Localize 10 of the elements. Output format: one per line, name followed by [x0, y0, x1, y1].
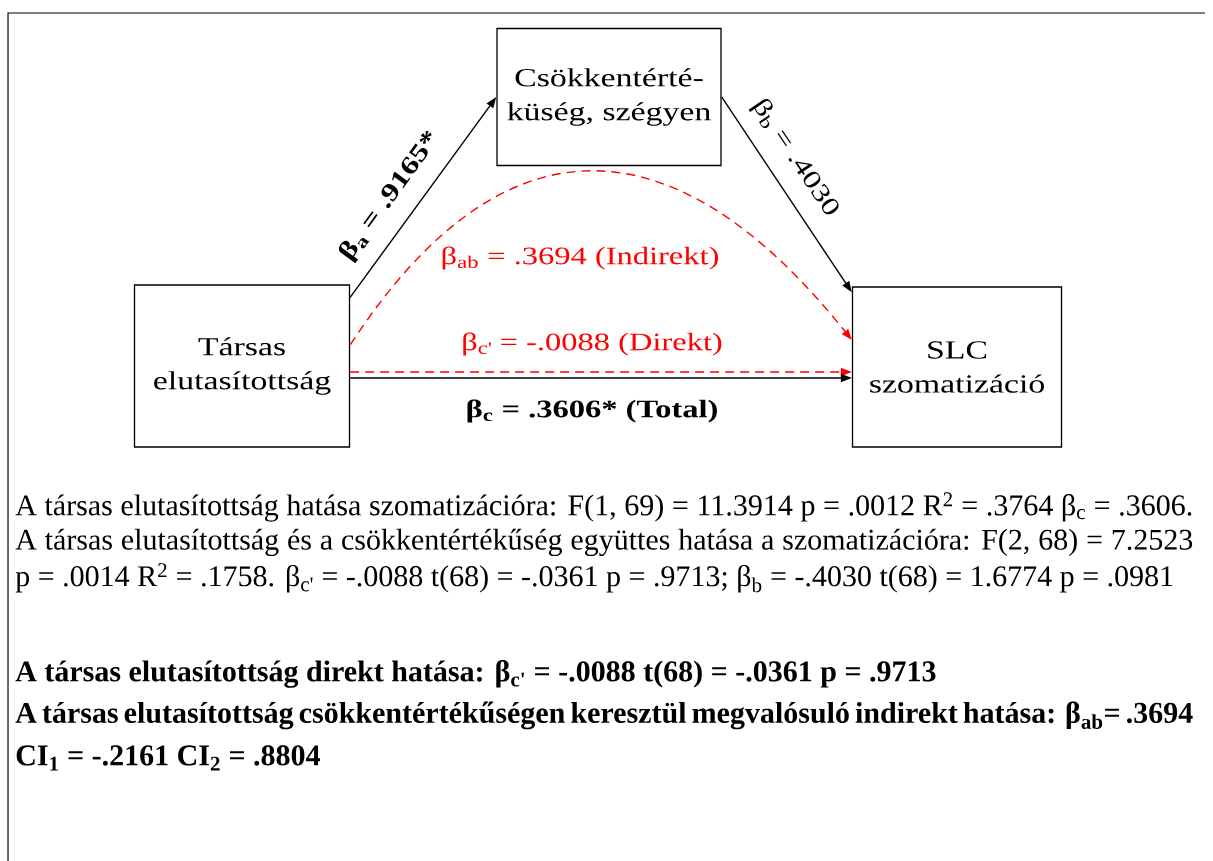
variable-box: Csökkentérté- küség, szégyen: [496, 27, 722, 167]
variable-box: SLC szomatizáció: [851, 286, 1063, 448]
edge-label: β$_{c}$ = .3606* (Total): [467, 399, 717, 423]
bold-text: A társas elutasítottság direkt hatása: β$_{c'}$ = -.0088 t(68) = -.0361 p = .9713: [15, 660, 936, 688]
edge-label: β$_{c'}$ = -.0088 (Direkt): [463, 332, 722, 356]
paragraph-text: A társas elutasítottság hatása szomatizációra: F(1, 69) = 11.3914 p = .0012 R$^{2}$ = .3764 β$_{c}$ = .3606. A társas elutasítottság és a csökkentértékűség együttes hatása a szomatizációra: F(2, 68) = 7.2523 p = .0014 R$^{2}$ = .1758. β$_{c'}$ = -.0088 t(68) = -.0361 p = .9713; β$_{b}$ = -.4030 t(68) = 1.6774 p = .0981: [15, 492, 1193, 593]
variable-box: Társas elutasítottság: [133, 284, 351, 448]
edge-label: β$_{ab}$ = .3694 (Indirekt): [442, 246, 718, 270]
bold-text: A társas elutasítottság csökkentértékűségen keresztül megvalósuló indirekt hatása: β$_{ab}$= .3694 CI$_{1}$ = -.2161 CI$_{2}$ = .8804: [15, 701, 1193, 771]
arrow: [349, 170, 852, 346]
